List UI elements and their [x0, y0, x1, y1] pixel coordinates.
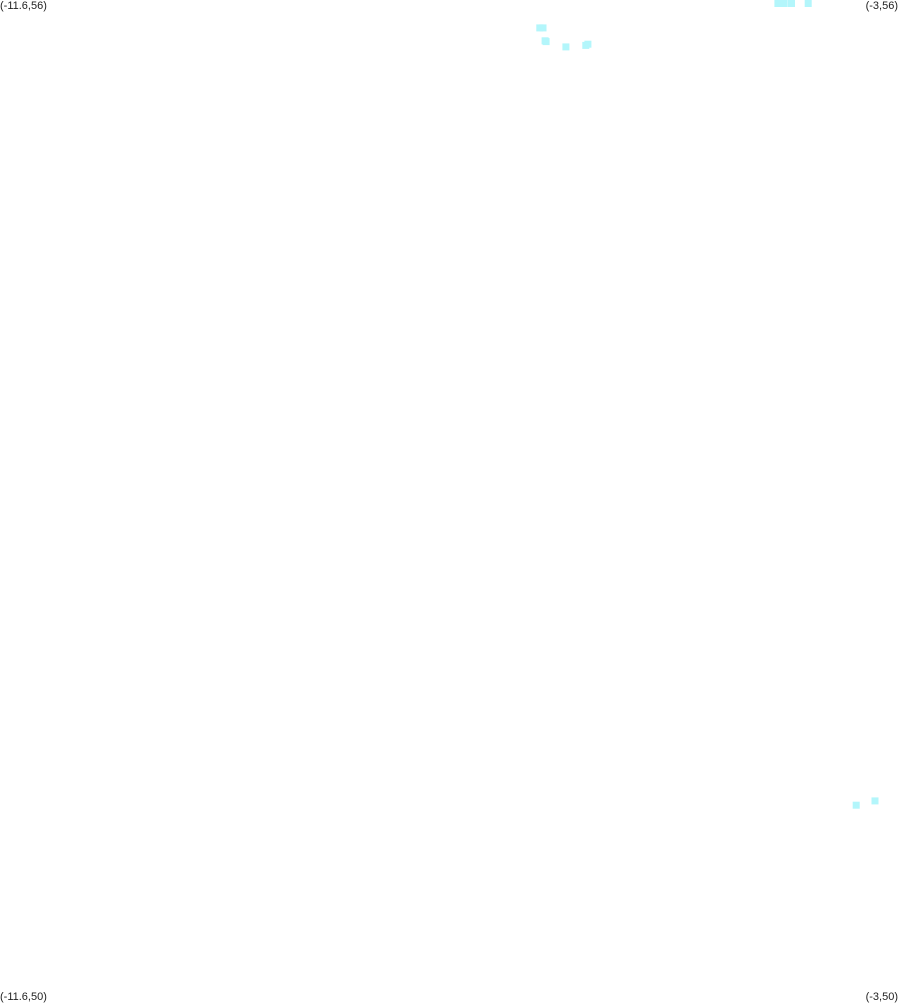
map-point [542, 38, 550, 46]
corner-label-bottom-left: (-11.6,50) [0, 991, 47, 1003]
map-point [852, 801, 860, 809]
map-point [562, 43, 570, 51]
map-point [788, 0, 795, 7]
map-point [780, 0, 788, 7]
map-point [804, 0, 812, 7]
map-point [539, 24, 547, 32]
corner-label-top-right: (-3,56) [865, 0, 898, 12]
corner-label-bottom-right: (-3,50) [865, 991, 898, 1003]
map-point [774, 0, 782, 7]
map-point [582, 41, 590, 49]
corner-label-top-left: (-11.6,56) [0, 0, 47, 12]
map-point [871, 797, 879, 805]
